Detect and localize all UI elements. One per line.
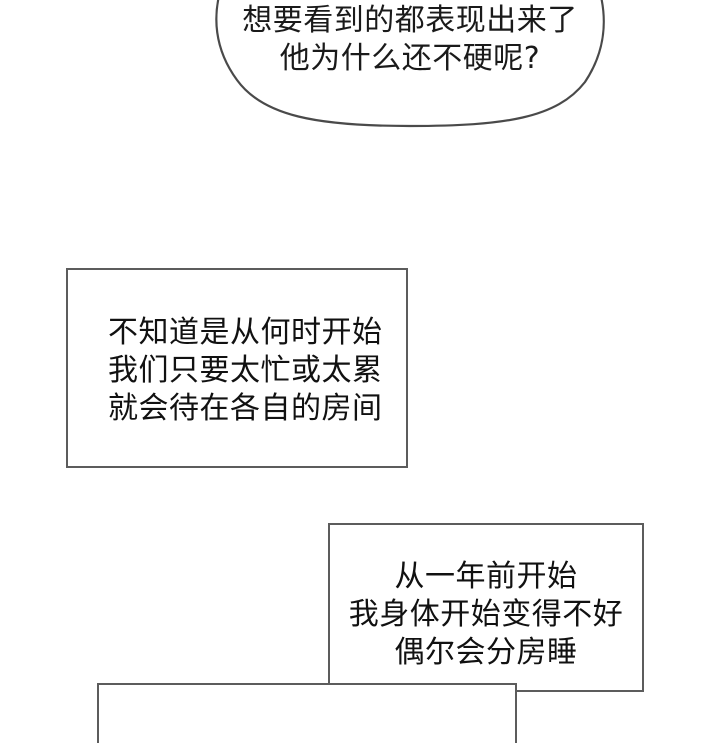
- narration-box-2-text: 从一年前开始 我身体开始变得不好 偶尔会分房睡: [330, 558, 642, 672]
- narration-box-2: 从一年前开始 我身体开始变得不好 偶尔会分房睡: [328, 523, 644, 692]
- narration-box-2-line-1: 从一年前开始: [394, 559, 578, 594]
- narration-box-2-line-3: 偶尔会分房睡: [394, 635, 578, 670]
- narration-box-3: [97, 683, 517, 743]
- narration-box-1-line-2: 我们只要太忙或太累: [108, 353, 383, 388]
- narration-box-2-line-2: 我身体开始变得不好: [348, 597, 624, 632]
- narration-box-1-text: 不知道是从何时开始 我们只要太忙或太累 就会待在各自的房间: [68, 314, 406, 428]
- speech-bubble-line-1: 想要看到的都表现出来了: [242, 3, 578, 38]
- speech-bubble-outline: [215, 0, 605, 128]
- speech-bubble: [205, 0, 615, 135]
- speech-bubble-line-2: 他为什么还不硬呢?: [279, 41, 541, 76]
- comic-page: 想要看到的都表现出来了 他为什么还不硬呢? 不知道是从何时开始 我们只要太忙或太…: [66, 0, 644, 743]
- narration-box-1-line-1: 不知道是从何时开始: [108, 315, 383, 350]
- speech-bubble-text: 想要看到的都表现出来了 他为什么还不硬呢?: [215, 2, 605, 78]
- narration-box-1: 不知道是从何时开始 我们只要太忙或太累 就会待在各自的房间: [66, 268, 408, 468]
- narration-box-1-line-3: 就会待在各自的房间: [108, 391, 383, 426]
